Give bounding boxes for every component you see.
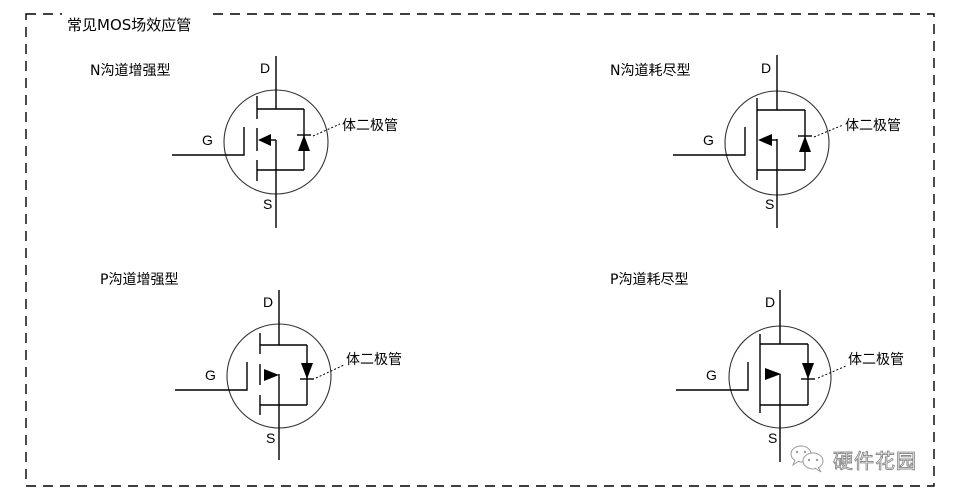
gate-pin-label: G — [703, 132, 714, 148]
dashed-frame — [25, 13, 935, 487]
gate-lead — [673, 127, 746, 156]
symbol-title: P沟道耗尽型 — [610, 272, 688, 288]
body-diode-label: 体二极管 — [845, 118, 901, 134]
leader-line — [315, 364, 345, 379]
source-pin-label: S — [765, 196, 774, 212]
body-diode-label: 体二极管 — [342, 118, 398, 134]
leader-line — [813, 124, 844, 138]
drain-pin-label: D — [260, 60, 270, 76]
symbol-p-depletion: P沟道耗尽型 D S G 体二极管 — [610, 272, 904, 462]
symbol-n-enhancement: N沟道增强型 D S G 体二极管 — [90, 56, 398, 228]
source-pin-label: S — [768, 430, 777, 446]
watermark-text: 硬件花园 — [833, 449, 917, 473]
gate-pin-label: G — [205, 367, 216, 383]
diode-triangle-icon — [301, 363, 313, 379]
gate-pin-label: G — [202, 132, 213, 148]
diode-triangle-icon — [298, 135, 310, 151]
source-pin-label: S — [266, 430, 275, 446]
frame-title: 常见MOS场效应管 — [67, 16, 191, 34]
leader-line — [312, 123, 341, 137]
gate-lead — [175, 362, 248, 391]
diode-triangle-icon — [799, 136, 811, 152]
drain-pin-label: D — [263, 294, 273, 310]
title-backdrop — [62, 6, 212, 24]
arrow-right-icon — [264, 369, 279, 381]
body-diode-label: 体二极管 — [346, 352, 402, 368]
gate-pin-label: G — [706, 367, 717, 383]
symbol-title: P沟道增强型 — [100, 272, 178, 288]
body-diode-label: 体二极管 — [848, 352, 904, 368]
symbol-title: N沟道耗尽型 — [610, 63, 690, 79]
drain-pin-label: D — [761, 60, 771, 76]
diode-triangle-icon — [802, 363, 814, 379]
arrow-right-icon — [765, 368, 781, 380]
wechat-icon — [790, 445, 824, 473]
source-pin-label: S — [263, 196, 272, 212]
arrow-left-icon — [758, 134, 772, 146]
drain-pin-label: D — [765, 294, 775, 310]
symbol-title: N沟道增强型 — [90, 63, 170, 79]
symbol-p-enhancement: P沟道增强型 D S G 体二极管 — [100, 272, 402, 460]
symbol-n-depletion: N沟道耗尽型 D S G 体二极管 — [610, 55, 901, 228]
gate-lead — [676, 362, 749, 391]
leader-line — [817, 365, 847, 379]
watermark: 硬件花园 — [790, 445, 917, 473]
arrow-left-icon — [258, 134, 271, 146]
gate-lead — [172, 127, 245, 156]
